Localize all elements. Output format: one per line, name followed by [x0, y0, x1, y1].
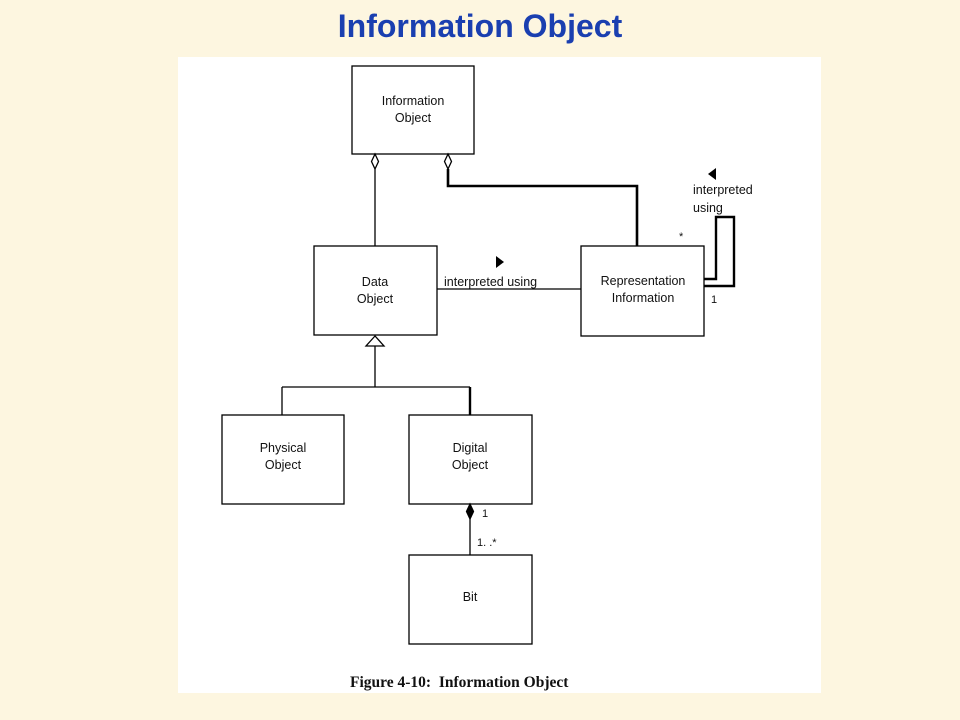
aggregation-line-representation — [446, 169, 639, 246]
aggregation-diamond-icon — [443, 152, 453, 171]
figure-panel: Information Object Data Object Represent… — [178, 57, 821, 693]
physical-object-label-line1: Physical — [260, 441, 307, 455]
multiplicity-star: * — [679, 231, 684, 243]
physical-object-label-line2: Object — [265, 458, 302, 472]
information-object-label-line2: Object — [395, 111, 432, 125]
self-interpreted-label-line1: interpreted — [693, 183, 753, 197]
representation-information-label-line2: Information — [612, 291, 675, 305]
generalization-triangle-icon — [364, 335, 386, 347]
information-object-box — [351, 65, 475, 155]
digital-object-label-line2: Object — [452, 458, 489, 472]
figure-caption: Figure 4-10: Information Object — [350, 674, 569, 691]
data-object-label-line1: Data — [362, 275, 388, 289]
direction-arrow-right-icon — [496, 256, 504, 268]
data-object-label-line2: Object — [357, 292, 394, 306]
data-object-box — [313, 245, 438, 336]
representation-information-box — [580, 245, 705, 337]
interpreted-using-label: interpreted using — [444, 275, 537, 289]
information-object-label-line1: Information — [382, 94, 445, 108]
bit-label: Bit — [463, 590, 478, 604]
multiplicity-one-many-bit: 1. .* — [477, 537, 497, 549]
self-association-line — [704, 215, 736, 288]
multiplicity-one-self: 1 — [711, 294, 717, 306]
physical-object-box — [221, 414, 345, 505]
uml-diagram: Information Object Data Object Represent… — [221, 65, 753, 691]
digital-object-label-line1: Digital — [453, 441, 488, 455]
composition-diamond-icon — [465, 502, 475, 521]
direction-arrow-left-icon — [708, 168, 716, 180]
multiplicity-one-digital: 1 — [482, 508, 488, 520]
self-interpreted-label-line2: using — [693, 201, 723, 215]
aggregation-diamond-icon — [370, 152, 380, 171]
slide-title: Information Object — [337, 8, 623, 44]
representation-information-label-line1: Representation — [601, 274, 686, 288]
